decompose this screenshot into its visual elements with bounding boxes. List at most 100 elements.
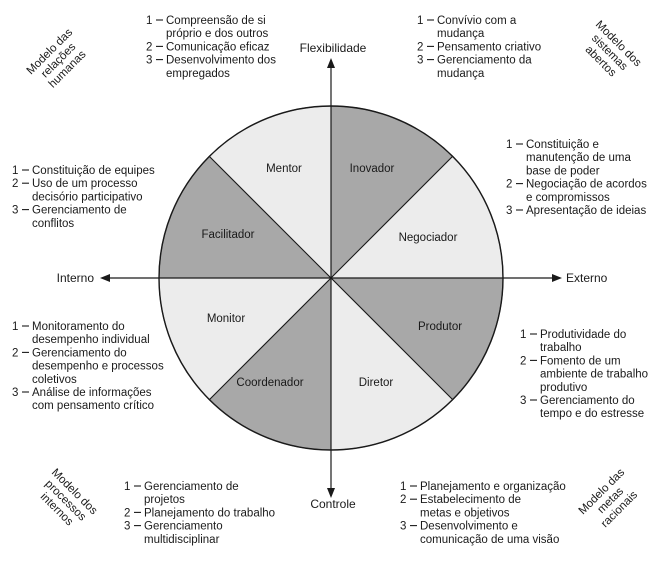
sector-label-coordenador: Coordenador [236,377,303,389]
competency-text: manutenção de uma [526,152,631,164]
competency-text: desempenho individual [32,334,150,346]
axis-label-right: Externo [566,271,608,285]
competency-text: mudança [437,28,485,40]
competency-text: mudança [437,68,485,80]
competencies-facilitador: 1 Constituição de equipes 2 Uso de um proce… [12,165,155,230]
sector-label-inovador: Inovador [350,163,395,175]
competency-number: 1 [506,139,512,151]
competency-text: Desenvolvimento dos [166,55,276,67]
competency-text: Negociação de acordos [526,179,647,191]
axis-label-top: Flexibilidade [300,41,367,55]
sector-label-facilitador: Facilitador [201,229,254,241]
competency-number: 2 [12,347,18,359]
competency-text: Produtividade do [540,329,626,341]
sector-label-mentor: Mentor [266,163,302,175]
competency-number: 3 [400,521,406,533]
competency-number: 1 [520,329,526,341]
competency-number: 2 [506,179,512,191]
competency-text: e compromissos [526,192,610,204]
competency-text: trabalho [540,342,582,354]
arrow-right-icon [552,274,562,282]
competency-number: 1 [400,481,406,493]
competency-text: base de poder [526,165,600,177]
competency-text: conflitos [32,218,74,230]
competency-number: 1 [12,321,18,333]
competencies-diretor: 1 Planejamento e organização 2 Estabelecime… [400,481,566,546]
arrow-left-icon [100,274,110,282]
competency-number: 3 [124,521,130,533]
competency-text: decisório participativo [32,191,143,203]
competency-number: 3 [146,55,152,67]
competency-text: Planejamento e organização [420,481,566,493]
axis-label-left: Interno [57,271,95,285]
competency-text: Análise de informações [32,387,152,399]
competency-text: desempenho e processos [32,361,164,373]
competency-text: Compreensão de si [166,15,266,27]
competency-text: Constituição de equipes [32,165,155,177]
competency-text: Gerenciamento [144,521,223,533]
arrow-down-icon [327,488,335,498]
competency-text: projetos [144,494,185,506]
competency-number: 3 [417,55,423,67]
competency-text: Apresentação de ideias [526,205,646,217]
sector-label-produtor: Produtor [418,321,462,333]
competency-number: 2 [520,355,526,367]
competency-text: Comunicação eficaz [166,41,270,53]
competency-text: produtivo [540,382,587,394]
circle-sectors [158,105,504,451]
competency-number: 3 [520,395,526,407]
competency-number: 2 [417,41,423,53]
sector-label-negociador: Negociador [399,232,458,244]
competency-text: próprio e dos outros [166,28,269,40]
competency-text: Fomento de um [540,355,621,367]
competency-text: Gerenciamento do [32,347,127,359]
competency-text: metas e objetivos [420,507,510,519]
competency-number: 2 [124,507,130,519]
competency-text: Planejamento do trabalho [144,507,275,519]
competency-number: 3 [506,205,512,217]
competency-text: Uso de um processo [32,178,137,190]
sector-label-monitor: Monitor [207,313,246,325]
axis-labels: Flexibilidade Controle Interno Externo [57,41,608,511]
competency-number: 1 [417,15,423,27]
competency-text: Gerenciamento do [540,395,635,407]
arrow-up-icon [327,58,335,68]
competency-text: Estabelecimento de [420,494,521,506]
axes [100,58,562,498]
competency-number: 2 [146,41,152,53]
competency-text: Desenvolvimento e [420,521,518,533]
competency-text: Pensamento criativo [437,41,541,53]
competency-text: empregados [166,68,230,80]
sector-label-diretor: Diretor [359,377,394,389]
competency-number: 1 [146,15,152,27]
competency-number: 1 [124,481,130,493]
axis-label-bottom: Controle [310,497,356,511]
competency-text: multidisciplinar [144,534,220,546]
competency-number: 2 [400,494,406,506]
competency-number: 3 [12,387,18,399]
competency-number: 2 [12,178,18,190]
competency-text: Gerenciamento de [32,205,127,217]
competency-text: Gerenciamento da [437,55,532,67]
competency-number: 1 [12,165,18,177]
competency-text: ambiente de trabalho [540,369,648,381]
competency-text: Monitoramento do [32,321,125,333]
competency-text: com pensamento crítico [32,400,154,412]
competency-text: Constituição e [526,139,599,151]
competency-text: tempo e do estresse [540,408,644,420]
competency-text: Gerenciamento de [144,481,239,493]
